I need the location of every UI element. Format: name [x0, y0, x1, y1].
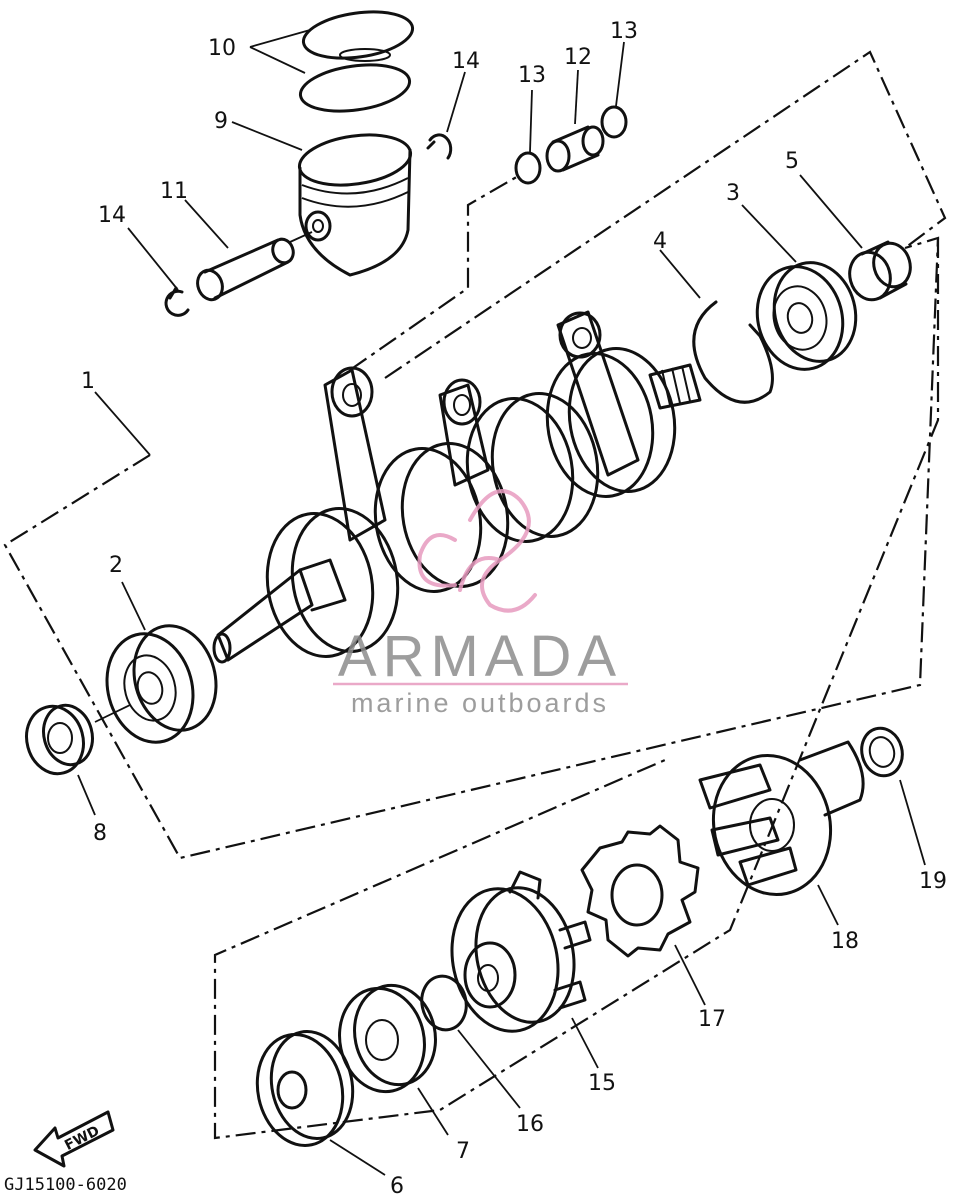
crankshaft: [212, 310, 702, 664]
part-label-15: 15: [588, 1071, 616, 1096]
part-label-14-right: 14: [452, 49, 480, 74]
part-label-16: 16: [516, 1112, 544, 1137]
drawing-code: GJ15100-6020: [4, 1175, 127, 1195]
piston-rings: [298, 10, 415, 113]
part-label-11: 11: [160, 179, 188, 204]
part-label-4: 4: [653, 229, 667, 254]
part-label-17: 17: [698, 1007, 726, 1032]
fwd-arrow-label: FWD: [62, 1123, 102, 1154]
main-bearing-2: [105, 624, 218, 744]
circlip-right: [426, 133, 453, 160]
part-label-5: 5: [785, 149, 799, 174]
part-label-19: 19: [919, 869, 947, 894]
o-ring-16: [420, 974, 468, 1032]
piston: [297, 133, 413, 277]
part-label-13-right: 13: [610, 19, 638, 44]
leader-lines: [77, 29, 926, 1176]
piston-pin: [196, 231, 313, 302]
watermark-brand: ARMADA: [338, 624, 622, 689]
washer-13-left: [514, 151, 542, 185]
bearing-sleeve-5: [848, 240, 912, 302]
part-label-7: 7: [456, 1139, 470, 1164]
part-label-1: 1: [81, 369, 95, 394]
seahorse-logo-icon: [417, 489, 537, 613]
part-label-6: 6: [390, 1174, 404, 1196]
part-label-8: 8: [93, 821, 107, 846]
crankshaft-to-rotor-boundary: [213, 238, 940, 1140]
crankshaft-assembly-boundary-top: [384, 50, 947, 379]
part-labels: 10 9 11 14 14 13 12 13 4 3 5 1 2 8 19 18…: [81, 19, 947, 1196]
snap-ring-4: [692, 300, 774, 404]
armada-logo-watermark: ARMADA marine outboards: [333, 489, 628, 718]
part-label-13-left: 13: [518, 63, 546, 88]
needle-bearing-12: [545, 125, 605, 173]
watermark-tagline: marine outboards: [351, 688, 609, 718]
coupler-18: [698, 740, 865, 897]
part-label-3: 3: [726, 181, 740, 206]
part-label-18: 18: [831, 929, 859, 954]
part-label-14-left: 14: [98, 203, 126, 228]
fwd-arrow-icon: FWD: [33, 1110, 115, 1168]
spacer-7: [338, 983, 437, 1094]
part-label-2: 2: [109, 553, 123, 578]
rotor-coupler-15: [450, 870, 592, 1033]
part-label-9: 9: [214, 109, 228, 134]
rubber-damper-17: [580, 824, 700, 958]
shaft-center-line: [94, 704, 131, 723]
part-label-12: 12: [564, 45, 592, 70]
main-bearing-3: [755, 261, 858, 371]
part-label-10: 10: [208, 36, 236, 61]
upper-parts-boundary: [349, 174, 521, 371]
washer-13-right: [600, 105, 628, 139]
seal-plate-6: [255, 1030, 355, 1147]
washer-19: [860, 726, 904, 778]
crankshaft-assembly-boundary: [3, 236, 940, 860]
oil-seal-8: [25, 703, 94, 776]
circlip-left: [164, 286, 190, 317]
